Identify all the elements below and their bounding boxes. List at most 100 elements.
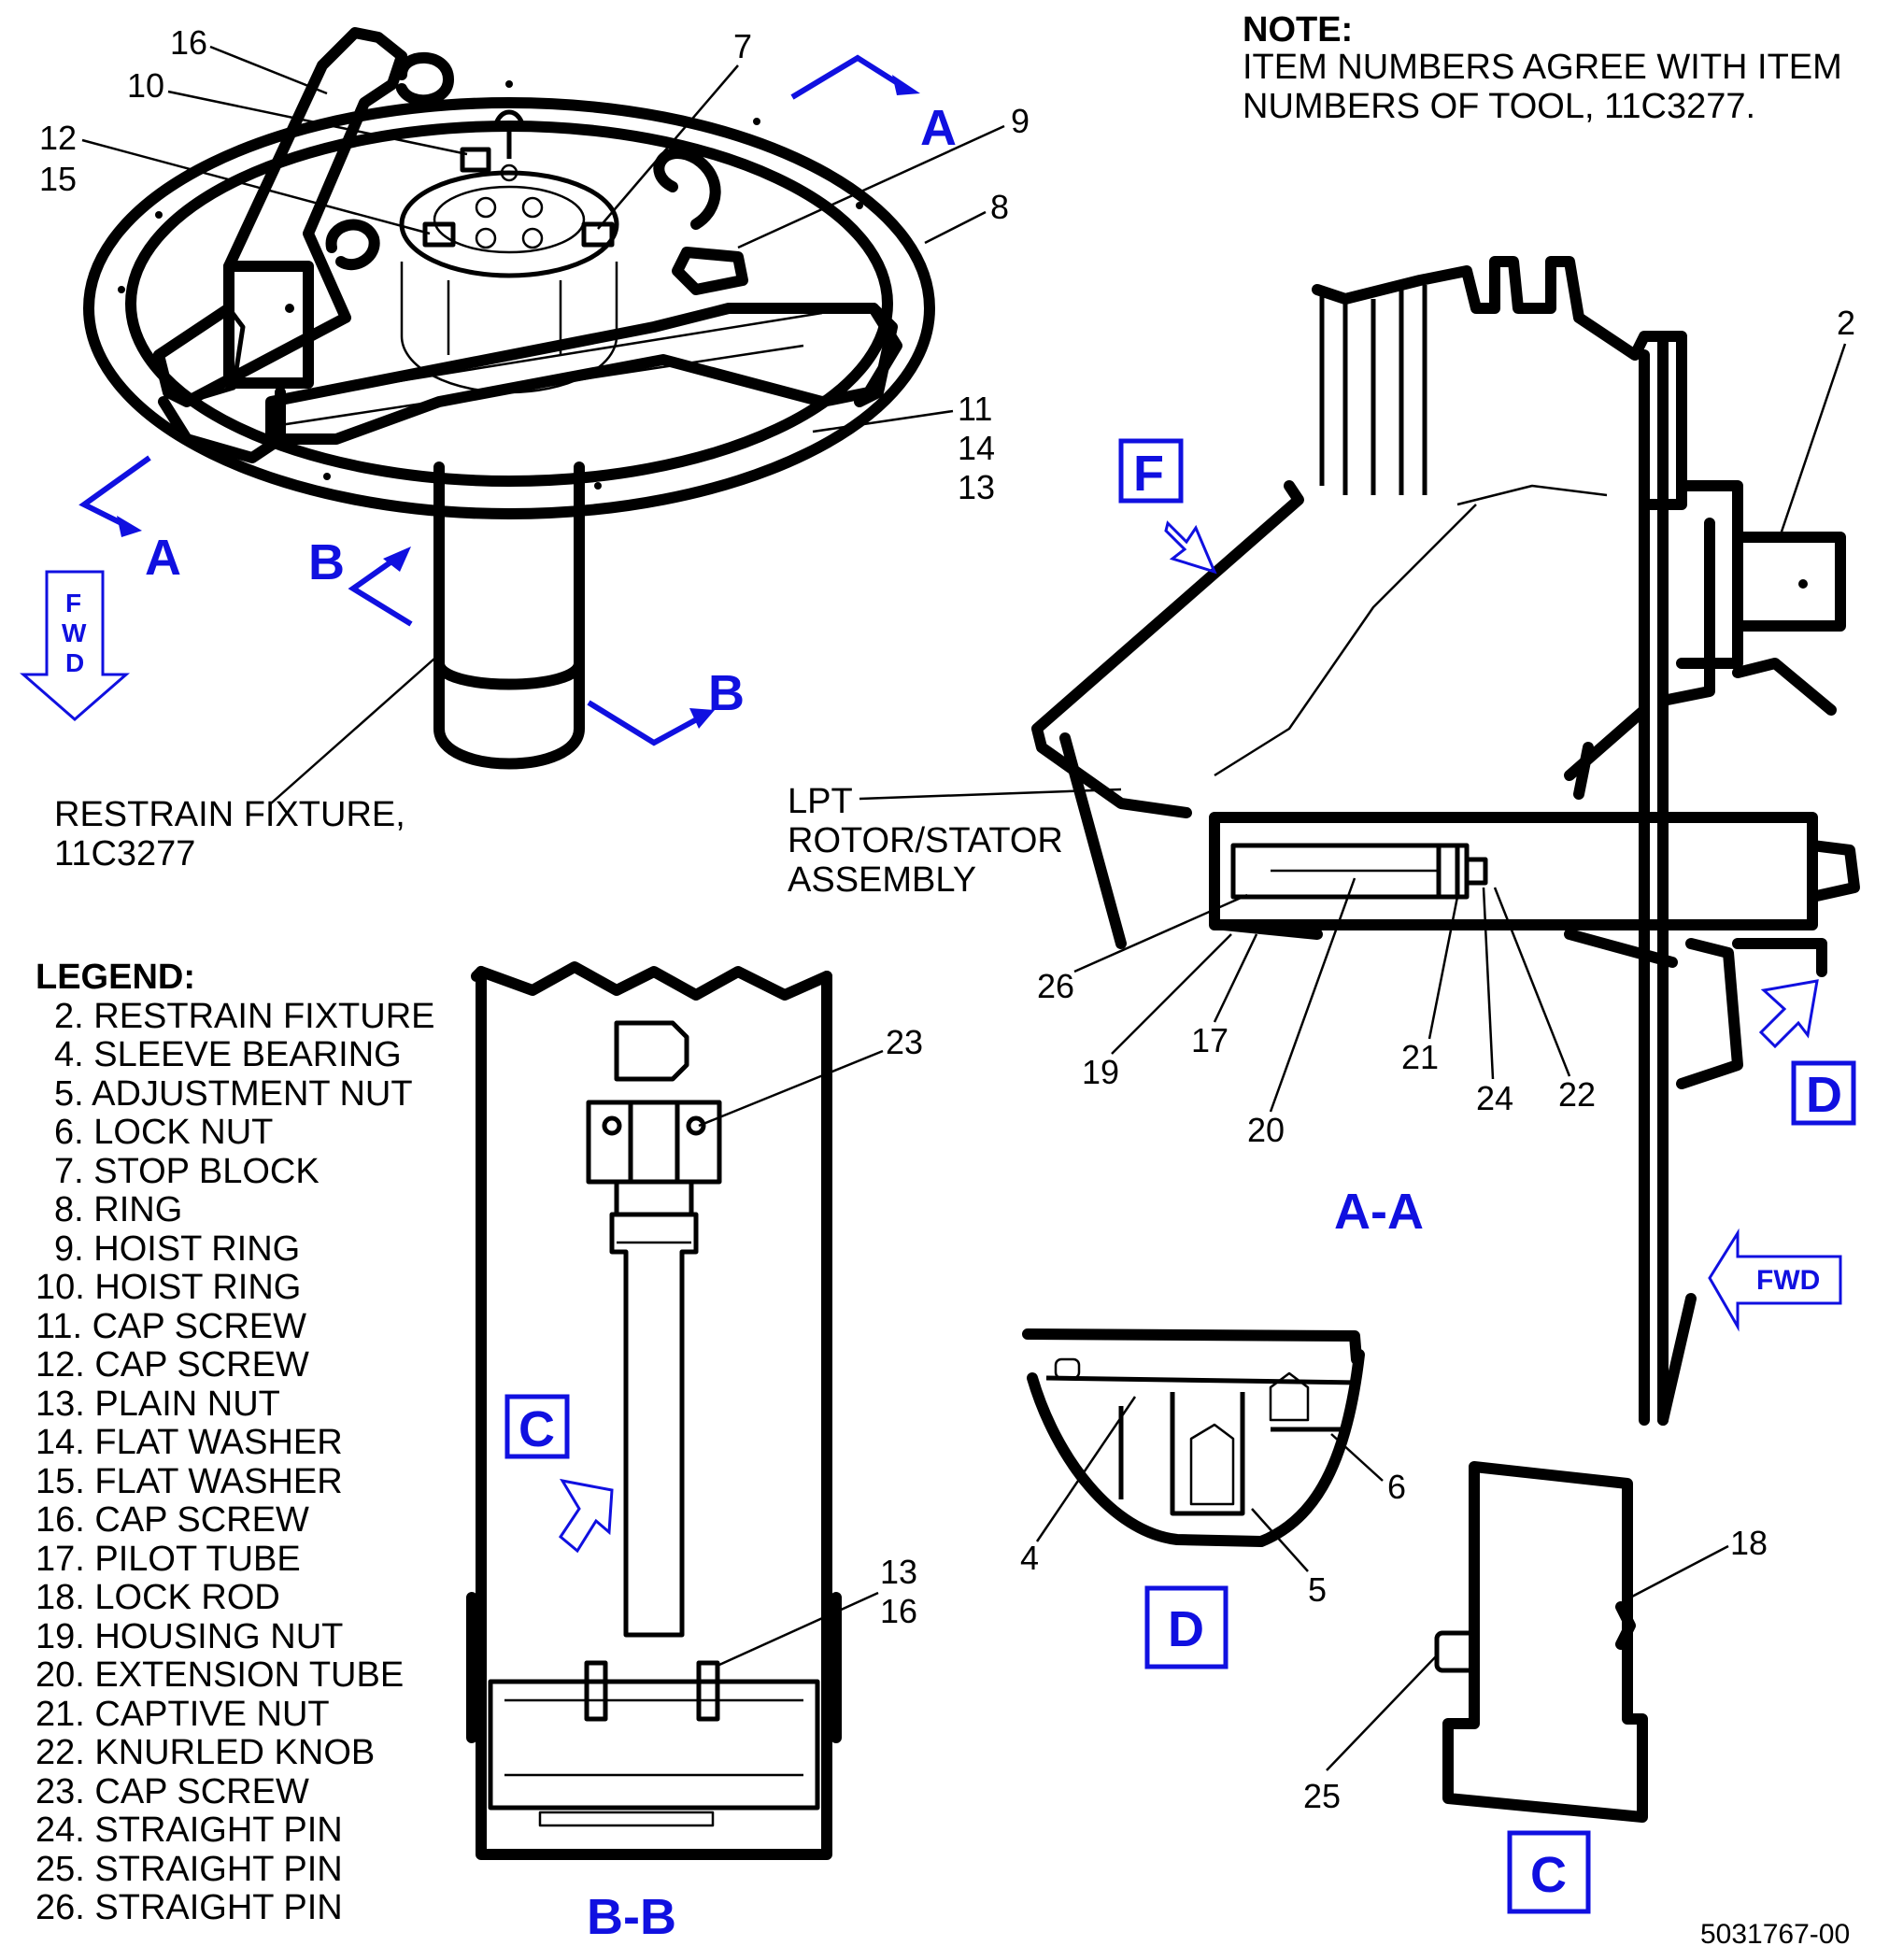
bb-neck (614, 1182, 694, 1214)
aa-horizontal-body (1209, 812, 1818, 930)
aa-lower-right (1564, 929, 1827, 1089)
stop-block-12 (422, 221, 456, 248)
section-arrowhead-b-right (689, 708, 715, 729)
legend-item: 9. HOIST RING (54, 1229, 300, 1269)
hoist-ring-9 (653, 148, 721, 230)
hub-hole-2 (521, 196, 544, 219)
legend-heading: LEGEND: (36, 958, 195, 997)
leader-19 (1111, 933, 1232, 1055)
aa-captive-nut (1436, 843, 1470, 900)
hub-hole-1 (475, 196, 497, 219)
aa-bracket-hole (1798, 579, 1808, 589)
section-bb-drawing: C 23 13 16 B-B (466, 961, 923, 1945)
callout-8: 8 (990, 188, 1009, 226)
c-pin (1434, 1630, 1477, 1673)
legend-item: 4. SLEEVE BEARING (54, 1035, 402, 1074)
aa-top-blades (1312, 256, 1687, 510)
c-lock-rod (1442, 1461, 1648, 1823)
hub-top (399, 170, 619, 278)
note-line-2: NUMBERS OF TOOL, 11C3277. (1243, 87, 1755, 126)
fwd-left-w: W (62, 618, 87, 647)
legend-item: 20. EXTENSION TUBE (36, 1655, 404, 1695)
legend-item: 15. FLAT WASHER (36, 1462, 343, 1501)
section-mark-b-right: B (708, 665, 745, 721)
legend: LEGEND: 2. RESTRAIN FIXTURE 4. SLEEVE BE… (36, 958, 435, 1927)
hub-body-lines (447, 280, 562, 355)
fixture-label: RESTRAIN FIXTURE, 11C3277 (54, 658, 435, 873)
leader-12 (81, 138, 431, 235)
section-marks: A A B B (78, 54, 957, 746)
leader-lpt (859, 788, 1122, 801)
view-c-arrow (559, 1478, 614, 1554)
lpt-label-line-1: LPT (788, 782, 853, 821)
leader-25 (1326, 1655, 1438, 1771)
bb-base-plate (538, 1811, 715, 1827)
legend-item: 7. STOP BLOCK (54, 1152, 320, 1191)
aa-body-end (1807, 840, 1860, 902)
note-line-1: ITEM NUMBERS AGREE WITH ITEM (1243, 48, 1842, 87)
fwd-left-d: D (65, 648, 84, 677)
view-d-drawing: 4 6 5 D (1020, 1328, 1406, 1669)
section-arrow-b-right (587, 700, 707, 746)
view-d-box (1144, 1585, 1229, 1669)
leader-23 (698, 1049, 884, 1128)
leader-fixture (270, 658, 435, 804)
callout-16-bb: 16 (880, 1592, 917, 1630)
hub-hole-3 (475, 227, 497, 249)
d-nuts (1189, 1371, 1310, 1506)
leader-2 (1778, 343, 1847, 538)
stop-block-7 (581, 221, 615, 248)
legend-item: 5. ADJUSTMENT NUT (54, 1074, 413, 1114)
bb-base (488, 1679, 820, 1811)
leader-11 (812, 409, 954, 433)
fwd-arrow-aa-shape (1708, 1228, 1842, 1332)
bb-hole-left (602, 1115, 622, 1136)
callout-9: 9 (1011, 102, 1030, 140)
section-aa-title: A-A (1334, 1184, 1424, 1240)
legend-item: 8. RING (54, 1190, 182, 1229)
callout-11: 11 (958, 390, 992, 428)
legend-item: 23. CAP SCREW (36, 1772, 309, 1811)
bb-studs (584, 1660, 720, 1722)
aa-extension-tube (1230, 843, 1460, 900)
fwd-arrow-left-shape (20, 570, 130, 721)
callout-17: 17 (1191, 1021, 1229, 1059)
legend-item: 11. CAP SCREW (36, 1307, 306, 1346)
fixture-label-line-2: 11C3277 (54, 834, 195, 873)
lpt-label-line-2: ROTOR/STATOR (788, 821, 1063, 860)
leader-21 (1427, 896, 1459, 1040)
callout-21: 21 (1401, 1038, 1439, 1076)
callout-10: 10 (127, 66, 164, 105)
post (433, 480, 585, 770)
leader-8 (924, 210, 987, 245)
section-aa-drawing (1031, 256, 1860, 1426)
aa-lower-casing (1059, 732, 1323, 949)
leader-7 (597, 64, 739, 230)
d-bowl (1027, 1349, 1365, 1547)
note-heading: NOTE: (1243, 10, 1353, 50)
hub-body (400, 262, 618, 394)
callout-12: 12 (39, 119, 77, 157)
legend-item: 22. KNURLED KNOB (36, 1733, 375, 1772)
callout-13-bb: 13 (880, 1553, 917, 1591)
lpt-label-line-3: ASSEMBLY (788, 860, 976, 900)
legend-item: 19. HOUSING NUT (36, 1617, 343, 1656)
leader-18 (1629, 1544, 1729, 1599)
section-bb-title: B-B (587, 1889, 676, 1945)
callout-2: 2 (1837, 304, 1855, 342)
view-c-label-bb: C (518, 1401, 555, 1457)
fixture-label-line-1: RESTRAIN FIXTURE, (54, 795, 405, 834)
bb-bracket (586, 1100, 722, 1185)
leader-9 (737, 124, 1005, 249)
leader-17 (1213, 933, 1258, 1023)
aa-knurled-knob (1464, 857, 1488, 886)
view-f-arrow (1164, 520, 1217, 575)
leader-24 (1482, 887, 1495, 1080)
bb-outer-bands (466, 1592, 842, 1743)
aa-frame-diag (1564, 704, 1650, 800)
legend-item: 25. STRAIGHT PIN (36, 1850, 343, 1889)
post-collar (433, 658, 585, 690)
section-arrowhead-a-left (117, 516, 142, 537)
legend-item: 10. HOIST RING (36, 1268, 301, 1307)
d-inner (1045, 1375, 1360, 1516)
